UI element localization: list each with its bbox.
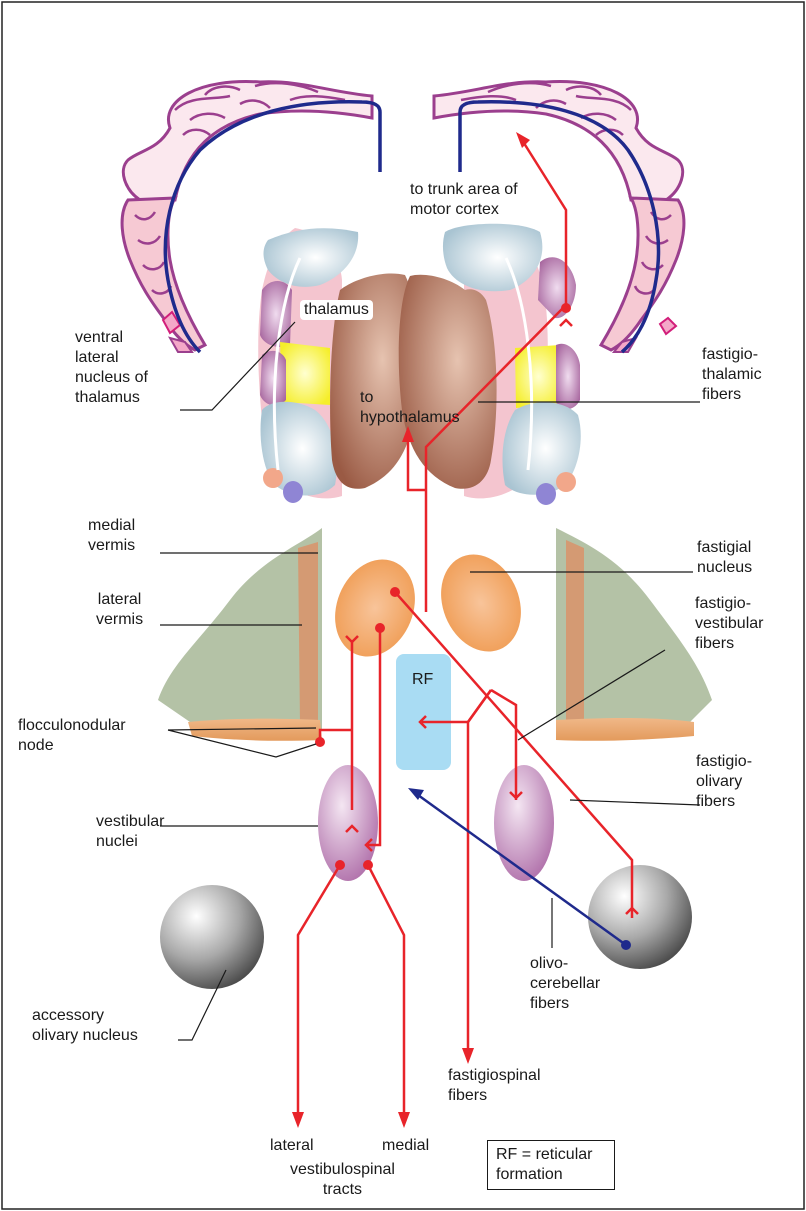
label-flocculonodular-node: flocculonodular node [18, 716, 126, 756]
label-to-hypothalamus: to hypothalamus [360, 388, 460, 428]
right-vestibular-nucleus [494, 765, 554, 881]
label-vestibulospinal-tracts: vestibulospinal tracts [290, 1160, 395, 1200]
label-lateral: lateral [270, 1136, 314, 1156]
label-rf: RF [412, 670, 433, 690]
label-thalamus: thalamus [300, 300, 373, 320]
label-ventral-lateral-nucleus: ventral lateral nucleus of thalamus [75, 328, 148, 408]
label-fastigial-nucleus: fastigial nucleus [697, 538, 752, 578]
thalamus-structure [258, 224, 581, 505]
accessory-olivary-nucleus-sphere [160, 885, 264, 989]
label-to-trunk-area: to trunk area of motor cortex [410, 180, 518, 220]
label-fastigio-vestibular-fibers: fastigio- vestibular fibers [695, 594, 763, 654]
inferior-olive-sphere [588, 865, 692, 969]
legend-rf-definition: RF = reticular formation [487, 1140, 615, 1190]
label-olivo-cerebellar-fibers: olivo- cerebellar fibers [530, 954, 600, 1014]
label-fastigio-thalamic-fibers: fastigio- thalamic fibers [702, 345, 762, 405]
label-lateral-vermis: lateral vermis [96, 590, 143, 630]
label-fastigio-olivary-fibers: fastigio- olivary fibers [696, 752, 752, 812]
label-fastigiospinal-fibers: fastigiospinal fibers [448, 1066, 541, 1106]
label-vestibular-nuclei: vestibular nuclei [96, 812, 164, 852]
label-medial-vermis: medial vermis [88, 516, 135, 556]
label-medial: medial [382, 1136, 429, 1156]
left-fastigial-nucleus [321, 547, 429, 668]
label-accessory-olivary-nucleus: accessory olivary nucleus [32, 1006, 138, 1046]
